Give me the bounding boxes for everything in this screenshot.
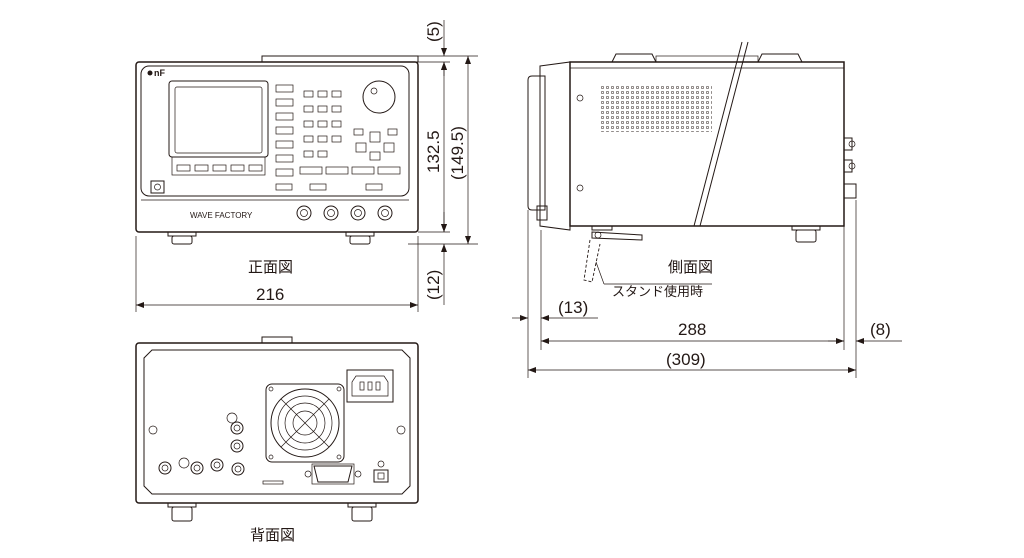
- side-dimensions: (13) 288 (8) (309): [512, 200, 902, 378]
- break-line: [693, 41, 743, 227]
- top-handle: [261, 55, 419, 63]
- dim-foot-height: (12): [424, 270, 443, 300]
- front-panel: [140, 65, 410, 197]
- dim-rear-protrusion: (8): [870, 320, 891, 339]
- lcd-screen: [174, 86, 263, 154]
- dim-front-height: 132.5: [424, 130, 443, 173]
- label-slot: [262, 480, 284, 485]
- side-front-foot: [591, 225, 613, 231]
- bnc-connectors: [296, 205, 393, 221]
- rear-top-tab: [261, 336, 293, 344]
- front-view-label: 正面図: [248, 258, 293, 276]
- front-feet: [167, 231, 375, 245]
- dim-front-total-height: (149.5): [448, 126, 467, 180]
- numeric-keypad: [303, 90, 342, 158]
- svg-text:nF: nF: [154, 68, 165, 78]
- cooling-fan: [265, 383, 345, 463]
- product-name: WAVE FACTORY: [190, 211, 253, 220]
- function-keys-column: [275, 84, 294, 177]
- handle-front: [611, 53, 657, 63]
- front-bezel-edge: [527, 75, 546, 211]
- brand-logo: nF: [147, 68, 165, 78]
- rear-view: 背面図: [135, 336, 419, 544]
- side-view-label: 側面図: [668, 258, 713, 276]
- side-rear-foot: [795, 229, 817, 243]
- front-body: [135, 61, 419, 233]
- rear-bnc-connectors: [158, 412, 245, 476]
- tilt-stand: [583, 231, 643, 283]
- rotary-knob: [362, 80, 396, 114]
- dim-front-protrusion: (13): [558, 298, 588, 317]
- front-dimensions: 216 (5) 132.5 (149.5) (12): [135, 20, 478, 312]
- lcd-screen-bezel: [168, 80, 269, 158]
- rear-connectors-side: [843, 137, 857, 199]
- front-view: nF: [135, 55, 419, 276]
- dim-side-total-depth: (309): [666, 350, 706, 369]
- dim-top-protrusion: (5): [424, 21, 443, 42]
- bottom-row-keys: [275, 166, 401, 191]
- usb-port: [373, 460, 389, 483]
- rear-feet: [167, 502, 377, 522]
- ventilation-holes: [600, 86, 712, 132]
- soft-keys: [171, 156, 266, 176]
- dim-side-depth: 288: [678, 320, 706, 339]
- rear-view-label: 背面図: [250, 526, 295, 544]
- dim-front-width: 216: [256, 285, 284, 304]
- rear-panel: [143, 349, 411, 495]
- rear-body: [135, 342, 419, 504]
- stand-note: スタンド使用時: [612, 284, 703, 300]
- power-button: [150, 180, 165, 194]
- arrow-keys: [353, 128, 398, 161]
- front-frame: [539, 61, 571, 231]
- ac-inlet: [346, 369, 394, 403]
- dsub-connector: [304, 463, 362, 485]
- side-view: スタンド使用時 側面図: [527, 41, 857, 300]
